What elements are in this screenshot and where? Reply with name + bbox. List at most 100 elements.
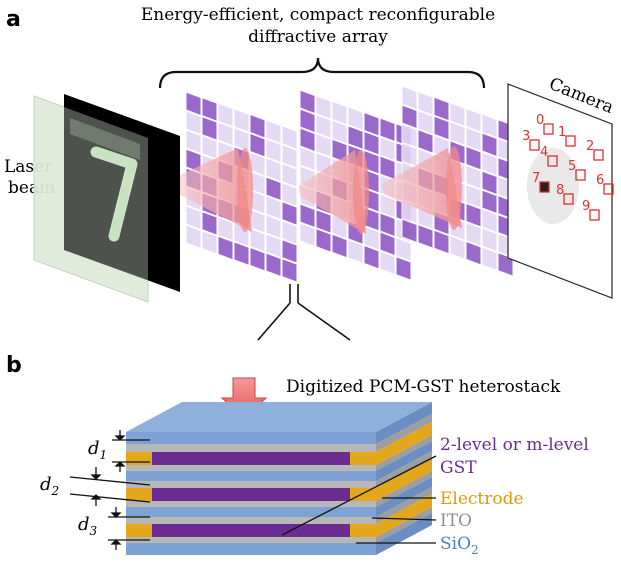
metasurface-pixel xyxy=(217,235,234,261)
detector-square xyxy=(539,181,550,193)
metasurface-pixel xyxy=(315,208,332,234)
detector-square xyxy=(529,139,540,151)
metasurface-pixel xyxy=(465,240,482,266)
metasurface-pixel xyxy=(449,121,466,147)
metasurface-pixel xyxy=(265,233,282,259)
sio2-label: SiO2 xyxy=(440,534,479,557)
stack-ito-layer xyxy=(126,481,376,488)
stack-ito-layer xyxy=(126,444,376,452)
metasurface-pixel xyxy=(331,100,348,126)
metasurface-pixel xyxy=(481,189,498,215)
detector-digit-label: 8 xyxy=(556,183,564,198)
metasurface-pixel xyxy=(449,102,466,128)
metasurface-pixel xyxy=(265,119,282,145)
stack-side-sio2 xyxy=(376,402,432,444)
metasurface-pixel xyxy=(417,223,434,249)
metasurface-pixel xyxy=(217,216,234,242)
metasurface-pixel xyxy=(233,241,250,267)
metasurface-pixel xyxy=(465,164,482,190)
metasurface-pixel xyxy=(281,200,298,226)
metasurface-pixel xyxy=(249,227,266,253)
metasurface-pixel xyxy=(265,214,282,240)
panel-a-title-line2: diffractive array xyxy=(248,27,388,47)
light-cone-3-face xyxy=(446,146,462,230)
metasurface-pixel xyxy=(249,246,266,272)
metasurface-pixel xyxy=(379,117,396,143)
metasurface-pixel xyxy=(379,193,396,219)
metasurface-pixel xyxy=(265,157,282,183)
detector-square xyxy=(603,183,614,195)
thickness-markers xyxy=(69,430,151,550)
stack-side-ito xyxy=(376,487,432,524)
stack-ito-layer xyxy=(126,465,376,471)
metasurface-pixel xyxy=(347,239,364,265)
metasurface-pixel xyxy=(379,231,396,257)
metasurface-pixel xyxy=(281,162,298,188)
detector-square xyxy=(589,209,600,221)
gst-label-line1: 2-level or m-level xyxy=(440,435,589,455)
metasurface-pixel xyxy=(281,219,298,245)
metasurface-pixel xyxy=(363,111,380,137)
metasurface-pixel xyxy=(347,125,364,151)
metasurface-pixel xyxy=(249,132,266,158)
camera-speckle xyxy=(527,148,579,224)
metasurface-pixel xyxy=(299,108,316,134)
light-cone-3 xyxy=(382,148,462,228)
metasurface-pixel xyxy=(465,145,482,171)
metasurface-pixel xyxy=(347,106,364,132)
metasurface-pixel xyxy=(281,124,298,150)
stack-ito-layer xyxy=(126,501,376,507)
stack-gst-layer xyxy=(152,524,350,537)
detector-digit-label: 2 xyxy=(586,139,594,154)
metasurface-pixel xyxy=(185,205,202,231)
stack-side-ito xyxy=(376,507,432,543)
metasurface-pixel xyxy=(363,130,380,156)
legend-leaders xyxy=(281,455,437,544)
stack-side-ito xyxy=(376,435,432,471)
metasurface-pixel xyxy=(331,119,348,145)
panel-b-letter: b xyxy=(6,353,22,378)
metasurface-pixel xyxy=(481,227,498,253)
electrode-label: Electrode xyxy=(440,489,524,509)
metasurface-pixel xyxy=(233,127,250,153)
stack-side-gst xyxy=(376,494,432,537)
stack-sio2-layer xyxy=(126,432,376,444)
d2-label: d2 xyxy=(40,474,59,498)
metasurface-pixel xyxy=(299,203,316,229)
metasurface-pixel xyxy=(465,221,482,247)
metasurface-pixel xyxy=(217,102,234,128)
stack-side-ito xyxy=(376,451,432,488)
metasurface-pixel xyxy=(265,195,282,221)
metasurface-pixel xyxy=(281,181,298,207)
stack-sio2-layer xyxy=(126,507,376,517)
detector-digit-label: 4 xyxy=(540,145,548,160)
metasurface-pixel xyxy=(465,202,482,228)
detector-square xyxy=(575,169,586,181)
metasurface-pixel xyxy=(315,94,332,120)
metasurface-pixel xyxy=(281,238,298,264)
stack-ito-layer xyxy=(126,537,376,543)
metasurface-pixel xyxy=(417,128,434,154)
metasurface-pixel xyxy=(201,229,218,255)
detector-square xyxy=(593,149,604,161)
stack-side-ito xyxy=(376,414,432,452)
metasurface-pixel xyxy=(217,121,234,147)
metasurface-pixel xyxy=(201,210,218,236)
metasurface-pixel xyxy=(185,224,202,250)
metasurface-pixel xyxy=(401,218,418,244)
stack-side-sio2 xyxy=(376,513,432,555)
metasurface-pixel xyxy=(281,143,298,169)
panel-a-title-line1: Energy-efficient, compact reconfigurable xyxy=(141,5,495,25)
metasurface-pixel xyxy=(433,96,450,122)
light-cone-2-face xyxy=(353,150,369,234)
metasurface-pixel xyxy=(417,90,434,116)
metasurface-pixel xyxy=(433,229,450,255)
stack-sio2-layer xyxy=(126,471,376,481)
metasurface-pixel xyxy=(201,96,218,122)
metasurface-pixel xyxy=(379,250,396,276)
metasurface-pixel xyxy=(433,115,450,141)
detector-square xyxy=(543,123,554,135)
metasurface-pixel xyxy=(249,113,266,139)
